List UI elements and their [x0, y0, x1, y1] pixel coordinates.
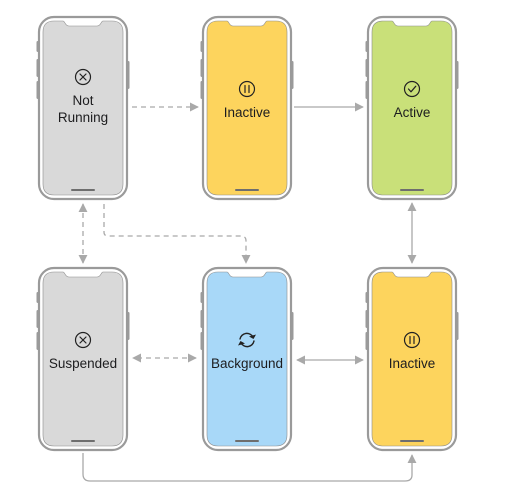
x-circle-icon: [74, 68, 92, 86]
state-label-line: Active: [394, 105, 431, 120]
x-circle-icon: [74, 331, 92, 349]
phone-screen: [206, 20, 288, 196]
state-label-line: Inactive: [224, 105, 271, 120]
state-label-line: Inactive: [389, 356, 436, 371]
home-indicator: [400, 440, 424, 442]
phone-screen: [371, 271, 453, 447]
edges-layer: [78, 102, 417, 482]
state-inactive-bottom: Inactive: [365, 266, 459, 452]
state-active: Active: [365, 15, 459, 201]
home-indicator: [400, 189, 424, 191]
home-indicator: [235, 189, 259, 191]
edge-not-running-to-background: [103, 204, 251, 264]
edge-suspended-to-inactive-bottom: [82, 453, 417, 482]
state-label: Suspended: [49, 356, 117, 371]
state-suspended: Suspended: [36, 266, 130, 452]
home-indicator: [71, 189, 95, 191]
state-label-line: Background: [211, 356, 283, 371]
state-label: Active: [394, 105, 431, 120]
state-label: Inactive: [389, 356, 436, 371]
home-indicator: [71, 440, 95, 442]
state-inactive-top: Inactive: [200, 15, 294, 201]
refresh-icon: [238, 332, 256, 348]
pause-circle-icon: [403, 331, 421, 349]
state-label-line: Not: [72, 93, 93, 108]
pause-circle-icon: [238, 80, 256, 98]
state-label-line: Running: [58, 110, 108, 125]
phone-screen: [371, 20, 453, 196]
state-label-line: Suspended: [49, 356, 117, 371]
phone-screen: [42, 271, 124, 447]
state-background: Background: [200, 266, 294, 452]
home-indicator: [235, 440, 259, 442]
phone-screen: [206, 271, 288, 447]
phone-screen: [42, 20, 124, 196]
state-label: Inactive: [224, 105, 271, 120]
check-circle-icon: [403, 80, 421, 98]
state-label: Background: [211, 356, 283, 371]
